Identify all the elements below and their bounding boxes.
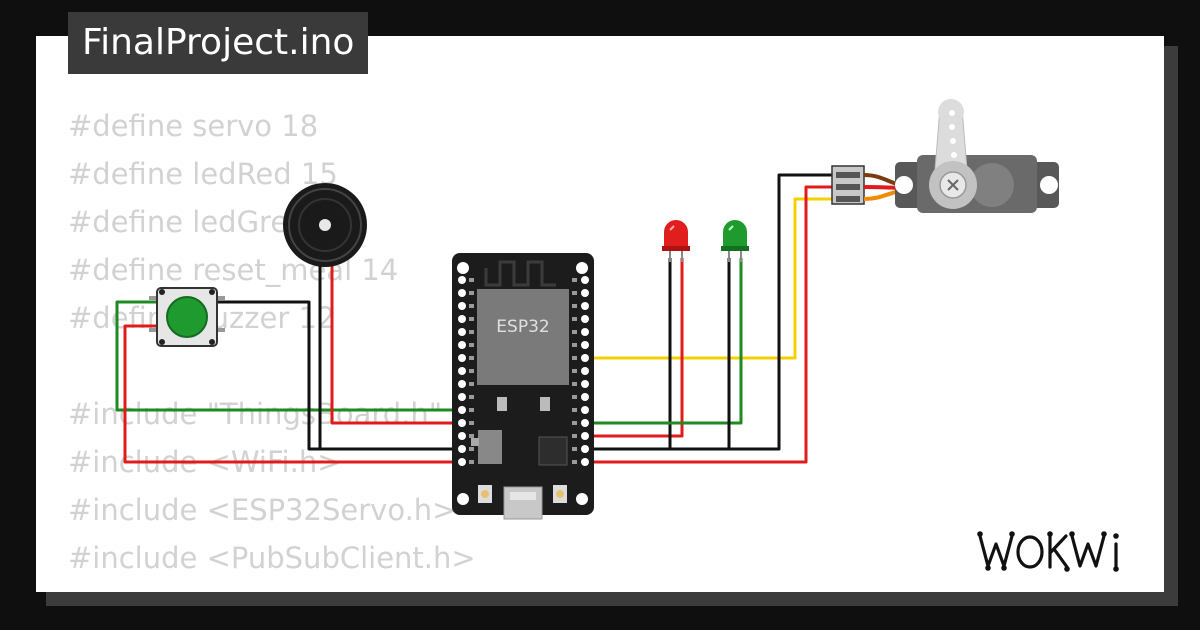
project-title[interactable]: FinalProject.ino [68,12,369,74]
wire-servo-signal [586,197,836,360]
push-button-icon [149,287,225,347]
wire-servo-ground [586,173,836,451]
code-line: #include <ArduinoJson.h> [68,582,476,592]
code-line: #define reset_meal 14 [68,253,399,287]
wire-button-red [123,324,462,464]
wokwi-logo [977,531,1119,572]
wire-button-green [115,300,462,412]
buzzer-icon [283,183,367,267]
code-line: #define servo 18 [68,109,319,143]
servo-motor-icon [831,99,1059,213]
code-line: #include <ESP32Servo.h> [68,493,457,527]
wire-button-black [214,300,462,451]
esp32-board-icon: ESP32 [452,253,594,520]
wire-led-red [586,258,684,438]
code-line: #include "ThingsBoard.h" [68,397,443,431]
chip-label: ESP32 [496,317,549,337]
wire-led-red-gnd [586,258,672,451]
wire-servo-power [586,185,836,464]
led-red-icon [662,220,690,262]
wire-buzzer-red [330,262,462,425]
code-line: #include <PubSubClient.h> [68,541,476,575]
wire-led-green [586,258,743,425]
led-green-icon [721,220,749,262]
